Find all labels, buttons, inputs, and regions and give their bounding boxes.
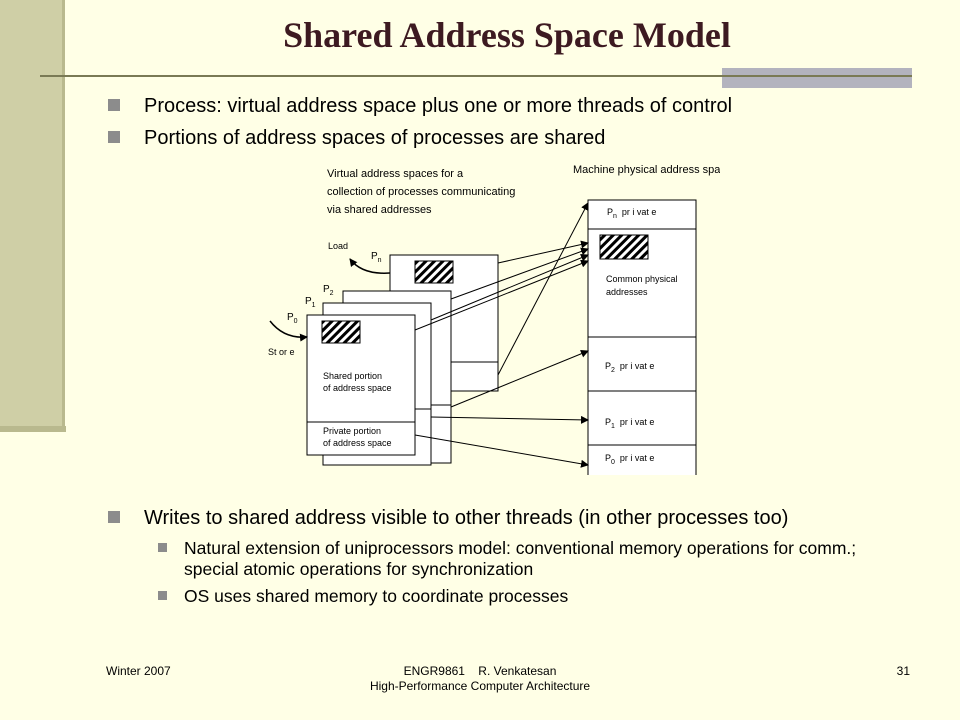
bottom-bullet-list: Writes to shared address visible to othe…	[106, 506, 906, 613]
virtual-caption-line3: via shared addresses	[327, 204, 432, 216]
slide-title: Shared Address Space Model	[283, 15, 731, 55]
mapping-arrow	[414, 259, 589, 331]
mapping-arrow	[497, 240, 589, 264]
shared-hatch-p0	[321, 320, 361, 344]
process-label-p2: P2	[323, 284, 334, 297]
load-label: Load	[328, 241, 348, 251]
sub-bullet-item: OS uses shared memory to coordinate proc…	[156, 586, 906, 607]
process-label-p0: P0	[287, 312, 298, 325]
store-arrow	[269, 320, 308, 342]
process-label-p1: P1	[305, 296, 316, 309]
common-physical-line2: addresses	[606, 287, 648, 297]
decorative-side-bar-base	[0, 426, 66, 432]
virtual-caption-line1: Virtual address spaces for a	[327, 168, 464, 180]
mapping-arrow	[430, 253, 589, 321]
virtual-caption-line2: collection of processes communicating	[327, 186, 515, 198]
mapping-arrow	[450, 247, 589, 300]
shared-hatch-pn	[414, 260, 454, 284]
top-bullet-list: Process: virtual address space plus one …	[106, 94, 906, 158]
mapping-arrow	[497, 202, 589, 376]
private-portion-line2: of address space	[323, 438, 392, 448]
bullet-item: Writes to shared address visible to othe…	[106, 506, 906, 530]
mapping-arrow	[430, 415, 589, 424]
title-rule	[40, 75, 912, 77]
page-number: 31	[896, 664, 910, 678]
footer-course-line1: ENGR9861 R. Venkatesan	[403, 664, 557, 678]
common-physical-line1: Common physical	[606, 274, 678, 284]
shared-portion-line1: Shared portion	[323, 371, 382, 381]
physical-caption: Machine physical address space	[573, 164, 720, 176]
footer-date: Winter 2007	[106, 664, 171, 678]
decorative-rule-block	[722, 68, 912, 88]
shared-portion-line2: of address space	[323, 383, 392, 393]
sub-bullet-item: Natural extension of uniprocessors model…	[156, 538, 906, 580]
bullet-item: Process: virtual address space plus one …	[106, 94, 906, 118]
mapping-arrow	[414, 434, 589, 468]
bullet-item: Portions of address spaces of processes …	[106, 126, 906, 150]
common-hatch	[599, 234, 649, 260]
decorative-side-bar	[0, 0, 65, 428]
process-label-pn: Pn	[371, 251, 382, 264]
load-arrow	[349, 258, 391, 274]
mapping-arrow	[450, 349, 589, 408]
footer-course: ENGR9861 R. Venkatesan High-Performance …	[330, 664, 630, 694]
store-label: St or e	[268, 347, 295, 357]
private-portion-line1: Private portion	[323, 426, 381, 436]
footer-course-line2: High-Performance Computer Architecture	[369, 679, 591, 693]
address-space-diagram: Virtual address spaces for a collection …	[268, 164, 720, 475]
